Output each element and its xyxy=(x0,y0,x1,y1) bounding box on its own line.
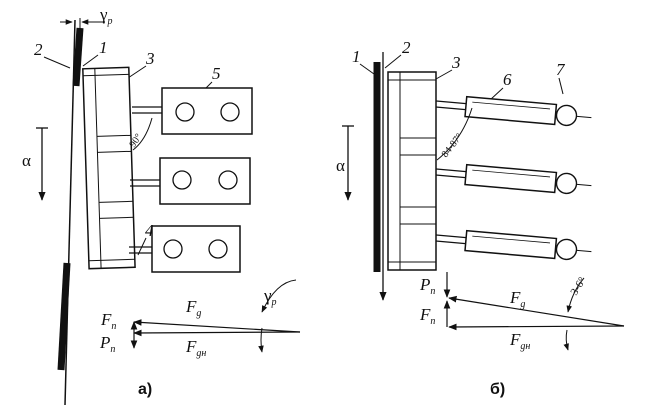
block-top-a xyxy=(161,87,253,135)
angle-label-b: 84-87° xyxy=(440,132,466,160)
callout-1-b: 1 xyxy=(352,47,361,66)
gamma-arc-label-a: γр xyxy=(263,286,277,308)
angle-arc-a xyxy=(132,117,153,151)
fgn-vector-a xyxy=(133,329,301,337)
fgn-vector-b xyxy=(448,323,625,331)
fg-vector-a xyxy=(133,319,301,333)
leader-7-b xyxy=(558,77,564,95)
callout-4-a: 4 xyxy=(145,221,154,240)
fn-label-b: Fп xyxy=(419,305,435,327)
rod-middle-b xyxy=(435,163,592,195)
block-middle-a xyxy=(159,157,251,205)
panel-a: γр 2 1 3 5 4 xyxy=(22,5,301,406)
tool-body-b xyxy=(387,71,437,271)
arc-3-6-b xyxy=(566,277,585,313)
leader-2-a xyxy=(43,56,71,69)
pn-label-b: Pп xyxy=(419,275,435,297)
fg-label-b: Fg xyxy=(509,288,525,310)
angle-arc-b xyxy=(436,107,473,161)
leader-6-b xyxy=(489,87,504,101)
callout-6-b: 6 xyxy=(503,70,512,89)
callout-3-a: 3 xyxy=(145,49,155,68)
fg-label-a: Fg xyxy=(185,297,201,319)
alpha-label-a: α xyxy=(22,151,31,170)
callout-2-b: 2 xyxy=(402,38,411,57)
rod-bottom-b xyxy=(435,229,592,261)
tool-body-a xyxy=(82,66,136,270)
arc-3-6-lower-b xyxy=(563,329,569,351)
dark-strip-top-a xyxy=(72,27,84,87)
dark-strip-bottom-a xyxy=(57,262,71,371)
shafts-a xyxy=(129,106,162,254)
leader-3-a xyxy=(127,65,147,79)
panel-b: 1 2 3 6 7 xyxy=(336,38,625,398)
fn-label-a: Fп xyxy=(100,310,116,332)
gamma-arc-a xyxy=(261,279,297,313)
leader-1-a xyxy=(82,54,99,67)
caption-a: а) xyxy=(138,381,152,398)
rod-top-b xyxy=(435,95,592,127)
callout-3-b: 3 xyxy=(451,53,461,72)
callout-2-a: 2 xyxy=(34,40,43,59)
gamma-label-a: γр xyxy=(99,5,113,27)
fg-vector-b xyxy=(448,295,625,327)
block-bottom-a xyxy=(151,225,241,273)
alpha-label-b: α xyxy=(336,156,345,175)
caption-b: б) xyxy=(490,381,505,398)
leader-1-b xyxy=(359,63,375,75)
pn-label-a: Pп xyxy=(99,333,115,355)
leader-2-b xyxy=(384,54,402,69)
callout-1-a: 1 xyxy=(99,38,108,57)
fgn-label-b: Fgн xyxy=(509,330,530,352)
fgn-label-a: Fgн xyxy=(185,337,206,359)
callout-7-b: 7 xyxy=(556,60,566,79)
gamma-arc-lower-a xyxy=(258,327,264,353)
callout-5-a: 5 xyxy=(212,64,221,83)
arc-label-b: 3-6° xyxy=(568,275,588,298)
